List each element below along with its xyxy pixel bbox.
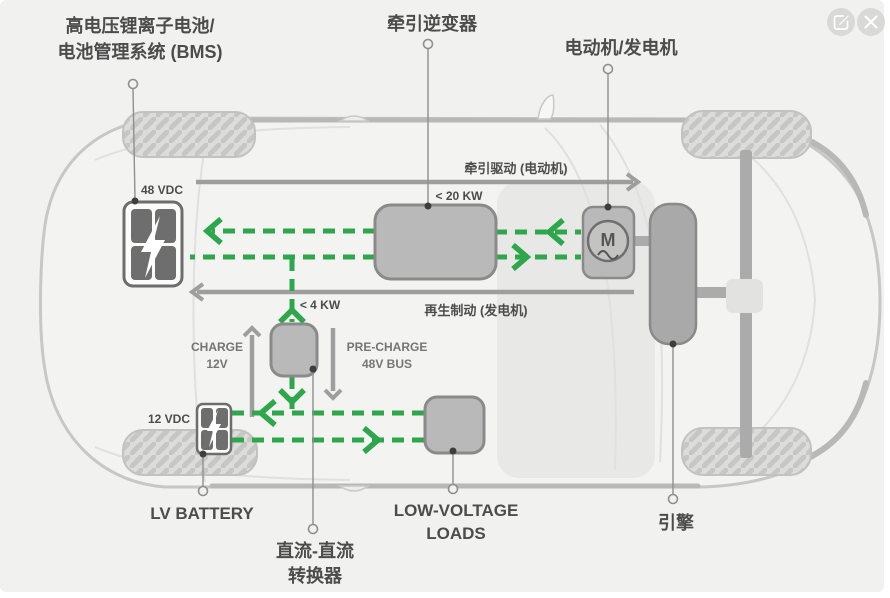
callout-anchor: [449, 447, 457, 455]
side-mirror-bottom: [337, 485, 371, 492]
inverter-label: 牵引逆变器: [387, 13, 478, 34]
dcdc-label-line1: 直流-直流: [276, 540, 354, 561]
power-buses: [190, 216, 581, 455]
hv-battery-label-line1: 高电压锂离子电池/: [65, 15, 214, 36]
traction-arrowhead-icon: [625, 172, 642, 192]
sine-wave-icon: [597, 250, 619, 260]
motor-engine-shaft: [630, 236, 654, 246]
transmission-block: [726, 279, 763, 313]
regen-arrowhead-icon: [188, 282, 205, 302]
close-icon: [864, 15, 878, 29]
precharge-arrowhead-icon: [323, 388, 343, 401]
shark-fin-antenna: [537, 94, 555, 120]
hv-battery: [122, 200, 184, 288]
callout-endpoint: [447, 483, 459, 495]
side-mirror-top: [337, 115, 371, 122]
lightning-bolt-icon: [207, 410, 221, 447]
edit-icon: [833, 15, 849, 30]
labels: 高电压锂离子电池/ 电池管理系统 (BMS) 牵引逆变器 电动机/发电机 引擎 …: [58, 13, 695, 586]
charge-label-line2: 12V: [206, 357, 227, 371]
edit-button-circle[interactable]: [827, 8, 855, 36]
panel-controls: [827, 8, 885, 36]
wheel-rear-right: [122, 429, 258, 476]
callout-endpoint: [307, 523, 319, 535]
engine-block: [648, 202, 698, 346]
dcdc-converter-box: [269, 322, 319, 378]
callout-endpoint: [127, 78, 139, 90]
callout-anchor: [669, 340, 677, 348]
engine-label: 引擎: [658, 512, 694, 533]
callout-endpoint: [422, 38, 434, 50]
lv-battery-box: [195, 402, 233, 456]
lv-battery-label: LV BATTERY: [150, 504, 254, 523]
motor-symbol: M: [601, 230, 616, 250]
callout-endpoint: [667, 493, 679, 505]
callout-anchor: [309, 365, 317, 373]
hv-battery-callout-line: [132, 87, 136, 201]
close-button[interactable]: [857, 8, 885, 36]
callout-anchor: [424, 202, 432, 210]
callout-anchor: [199, 450, 207, 458]
low-voltage-loads-box: [423, 395, 486, 455]
chevron-left-icon: [544, 217, 565, 247]
loads-label-line1: LOW-VOLTAGE: [394, 501, 519, 520]
front-edge-bottom: [809, 380, 869, 459]
front-edge-top: [809, 139, 869, 218]
chevron-right-icon: [362, 425, 383, 455]
chevron-left-icon: [256, 398, 277, 428]
callout-connectors: [127, 38, 679, 535]
callout-anchor: [604, 203, 612, 211]
loads-label-line2: LOADS: [426, 524, 486, 543]
battery-cell: [155, 209, 176, 243]
engine-output-shaft: [694, 287, 730, 298]
chevron-down-icon: [278, 388, 306, 406]
charge-label-line1: CHARGE: [191, 340, 243, 354]
traction-inverter-box: [373, 203, 498, 281]
regen-braking-label: 再生制动 (发电机): [424, 303, 527, 318]
callout-endpoint: [602, 63, 614, 75]
charge-arrowhead-icon: [242, 325, 262, 338]
traction-power-label: < 20 KW: [435, 189, 483, 203]
lightning-bolt-icon: [141, 216, 165, 278]
battery-cell: [216, 430, 228, 450]
dcdc-label-line2: 转换器: [288, 565, 343, 586]
battery-cell: [216, 408, 228, 428]
precharge-label-line2: 48V BUS: [362, 357, 412, 371]
callout-anchor: [131, 197, 139, 205]
chevron-right-icon: [511, 242, 532, 272]
hv-battery-label-line2: 电池管理系统 (BMS): [58, 41, 223, 62]
edit-button[interactable]: [827, 8, 855, 36]
chevron-left-icon: [202, 216, 223, 246]
motor-circle-icon: [586, 219, 630, 263]
traction-drive-label: 牵引驱动 (电动机): [464, 161, 567, 176]
battery-cell: [131, 209, 152, 243]
battery-cell: [201, 408, 213, 428]
callout-endpoint: [197, 485, 209, 497]
regen-power-label: < 4 KW: [300, 298, 341, 312]
chevron-up-icon: [278, 306, 306, 324]
lv-voltage-label: 12 VDC: [148, 412, 190, 426]
wheel-rear-left: [122, 111, 256, 158]
motor-generator-label: 电动机/发电机: [564, 37, 677, 58]
battery-cell: [155, 246, 176, 280]
components: M: [122, 200, 698, 456]
hv-voltage-label: 48 VDC: [141, 183, 183, 197]
mechanical-flow-arrows: [188, 172, 642, 417]
motor-generator-box: M: [581, 205, 636, 280]
precharge-label-line1: PRE-CHARGE: [347, 340, 428, 354]
